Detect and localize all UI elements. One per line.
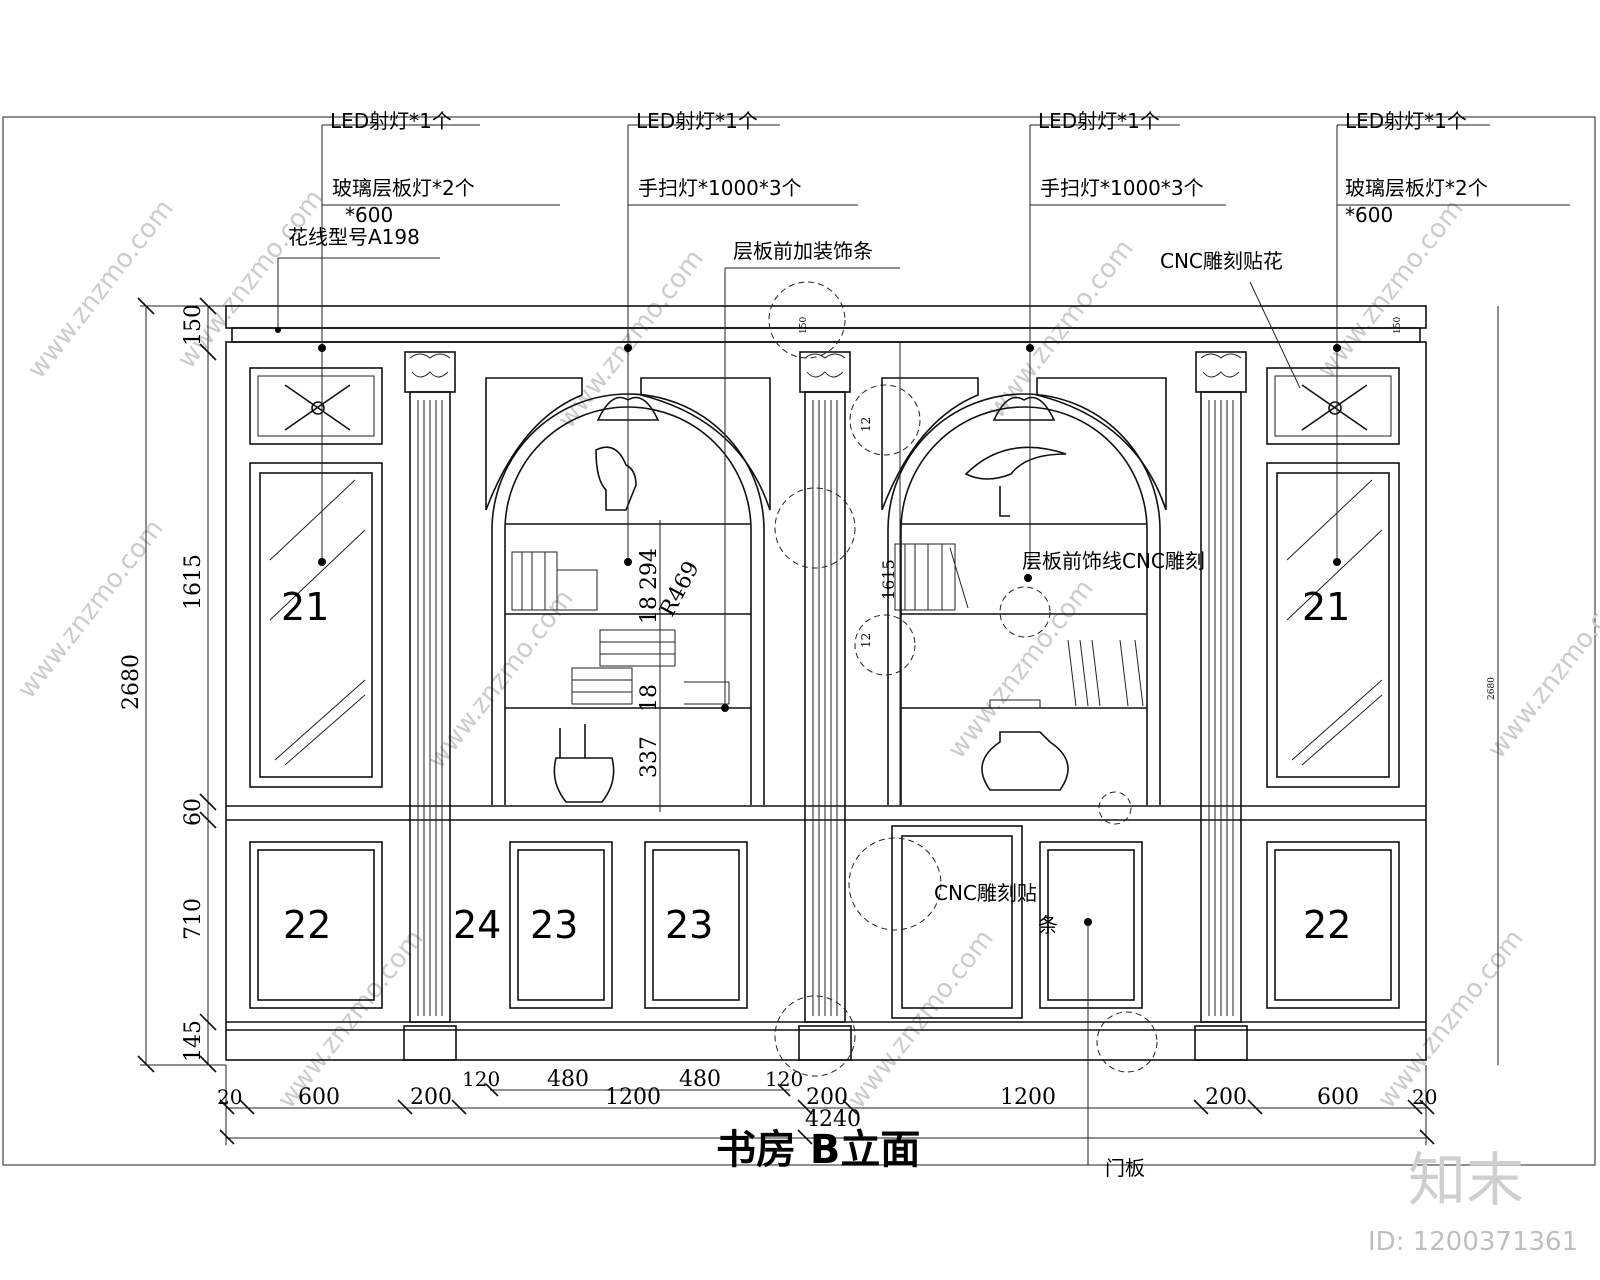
dim-label: 20 — [1412, 1085, 1437, 1109]
dim-label: 145 — [181, 1020, 206, 1062]
dim-label: 120 — [462, 1067, 500, 1091]
panel-number: 23 — [530, 903, 578, 947]
right-arch-bay — [881, 377, 1167, 805]
dim-label: 600 — [1317, 1085, 1359, 1110]
dim-label: 4240 — [805, 1107, 861, 1132]
dim-label: 200 — [806, 1085, 848, 1110]
molding-label: 花线型号A198 — [288, 225, 420, 249]
panel-number: 24 — [453, 903, 501, 947]
glass-light-size: *600 — [345, 203, 393, 227]
drawing-frame — [2, 116, 1596, 1166]
dim-label: 294 — [637, 548, 662, 590]
dim-label: 18 — [637, 684, 662, 712]
glass-light-label: 玻璃层板灯*2个 — [332, 176, 475, 200]
carved-panel — [1266, 367, 1400, 445]
dim-label: 480 — [679, 1067, 721, 1092]
cnc-strip-label: CNC雕刻贴 — [934, 881, 1037, 905]
vase — [981, 731, 1069, 791]
cnc-strip-label-2: 条 — [1038, 913, 1058, 937]
drawing-title: 书房 B立面 — [716, 1127, 920, 1173]
watermark-text: www.znzmo.com — [842, 924, 1000, 1114]
panel-number: 22 — [1303, 903, 1351, 947]
watermark-text: www.znzmo.com — [422, 584, 580, 774]
crown-molding-lower — [231, 327, 1421, 343]
watermark-text: www.znzmo.com — [1482, 574, 1600, 764]
brush-pot — [553, 724, 615, 803]
dim-label: 1615 — [181, 554, 206, 610]
horse-sculpture — [595, 446, 637, 511]
hand-light-label: 手扫灯*1000*3个 — [638, 176, 802, 200]
carved-panel — [249, 367, 383, 445]
column-left — [403, 351, 457, 1061]
hand-light-label: 手扫灯*1000*3个 — [1040, 176, 1204, 200]
dim-label: 20 — [217, 1085, 242, 1109]
image-id: ID: 1200371361 — [1368, 1227, 1578, 1257]
dim-label: 150 — [799, 317, 809, 334]
left-side-panels — [249, 367, 383, 1009]
dim-label: 480 — [547, 1067, 589, 1092]
crown-molding — [225, 305, 1427, 329]
led-label: LED射灯*1个 — [636, 109, 758, 133]
leader-lines — [275, 124, 1570, 1165]
dim-label: 337 — [637, 736, 662, 778]
dim-label: 710 — [181, 898, 206, 940]
lower-door-panel — [1266, 841, 1400, 1009]
door-panel-label: 门板 — [1105, 1156, 1145, 1180]
glass-light-label: 玻璃层板灯*2个 — [1345, 176, 1488, 200]
dim-label: 2680 — [119, 654, 144, 710]
dim-label: 150 — [1393, 317, 1403, 334]
detail-circles — [768, 281, 1158, 1077]
lower-door-panel — [249, 841, 383, 1009]
watermark-text: www.znzmo.com — [272, 924, 430, 1114]
led-label: LED射灯*1个 — [1038, 109, 1160, 133]
dim-label: 2680 — [1487, 677, 1497, 700]
carving-ornament — [284, 384, 351, 431]
dim-label: 150 — [181, 304, 206, 346]
dim-label: 200 — [410, 1085, 452, 1110]
horizontal-dimensions: 20 600 200 120 480 1200 480 120 200 1200… — [217, 1065, 1437, 1145]
panel-numbers: 21 21 22 22 24 23 23 — [281, 585, 1351, 947]
column-right — [1194, 351, 1248, 1061]
watermark-text: www.znzmo.com — [552, 244, 710, 434]
dim-label: 1200 — [1000, 1085, 1056, 1110]
dim-label: 1200 — [605, 1085, 661, 1110]
lower-doors — [509, 825, 1143, 1019]
panel-number: 21 — [281, 585, 329, 629]
radius-label: R469 — [655, 557, 705, 620]
dim-label: 1615 — [879, 559, 898, 600]
brand-watermark: 知末 — [1408, 1146, 1524, 1214]
glass-door-panel — [249, 462, 383, 788]
dim-label: 12 — [859, 633, 873, 648]
dim-label: 12 — [859, 417, 873, 432]
book-stack — [571, 629, 730, 705]
books — [511, 551, 598, 611]
dim-label: 200 — [1205, 1085, 1247, 1110]
right-side-panels — [1266, 367, 1400, 1009]
books — [1067, 639, 1144, 707]
shelf-cnc-label: 层板前饰线CNC雕刻 — [1022, 549, 1205, 573]
dim-label: 600 — [298, 1085, 340, 1110]
led-label: LED射灯*1个 — [330, 109, 452, 133]
glass-light-size: *600 — [1345, 203, 1393, 227]
dim-label: 60 — [181, 798, 206, 826]
dim-label: 18 — [637, 596, 662, 624]
cnc-flower-label: CNC雕刻贴花 — [1160, 249, 1283, 273]
watermark-text: www.znzmo.com — [942, 574, 1100, 764]
books — [894, 543, 969, 611]
crest-ornament — [992, 396, 1056, 421]
dim-label: 120 — [765, 1067, 803, 1091]
led-label: LED射灯*1个 — [1345, 109, 1467, 133]
dolphin-sculpture — [964, 446, 1067, 517]
panel-number: 22 — [283, 903, 331, 947]
watermark-text: www.znzmo.com — [22, 194, 180, 384]
panel-number: 23 — [665, 903, 713, 947]
watermark-text: www.znzmo.com — [1372, 924, 1530, 1114]
annotations: LED射灯*1个 玻璃层板灯*2个 *600 花线型号A198 LED射灯*1个… — [288, 109, 1488, 1180]
column-center — [798, 351, 852, 1061]
panel-number: 21 — [1302, 585, 1350, 629]
glass-door-panel — [1266, 462, 1400, 788]
shelf-trim-label: 层板前加装饰条 — [733, 239, 873, 263]
